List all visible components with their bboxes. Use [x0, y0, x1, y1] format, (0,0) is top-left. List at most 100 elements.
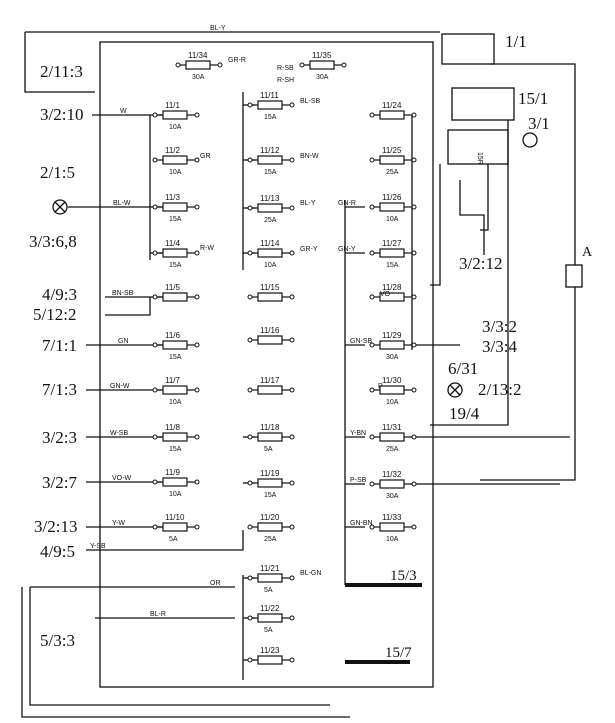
- wire-color-label: W: [120, 108, 127, 115]
- fuse-id-label: 11/26: [382, 193, 402, 202]
- wire-color-label: BL-Y: [300, 200, 316, 207]
- fuse-rating-label: 30A: [192, 74, 205, 81]
- wire-bl-y-top: [24, 31, 440, 93]
- ref-3-2-7: 3/2:7: [42, 473, 77, 492]
- ref-5-3-3: 5/3:3: [40, 631, 75, 650]
- wire-color-label: VO-W: [112, 475, 131, 482]
- wire-color-label: BL-R: [150, 611, 166, 618]
- fuse-11-28: [369, 292, 417, 302]
- fuse-11-12: [247, 155, 295, 165]
- fuse-id-label: 11/19: [260, 469, 280, 478]
- wire-color-label: BN-SB: [112, 290, 134, 297]
- fuse-id-label: 11/4: [165, 239, 181, 248]
- fuse-id-label: 11/18: [260, 423, 280, 432]
- fuse-id-label: 11/34: [188, 51, 208, 60]
- wire-color-label: GR: [200, 153, 211, 160]
- fuse-id-label: 11/23: [260, 646, 280, 655]
- relay-15-1: [451, 87, 515, 121]
- fuse-id-label: 11/6: [165, 331, 181, 340]
- wire-color-label: GN-R: [338, 200, 356, 207]
- fuse-rating-label: 30A: [386, 354, 399, 361]
- fuse-rating-label: 5A: [264, 446, 273, 453]
- ref-6-31: 6/31: [448, 359, 479, 378]
- fuse-id-label: 11/7: [165, 376, 181, 385]
- fuse-id-label: 11/14: [260, 239, 280, 248]
- fuse-rating-label: 10A: [386, 536, 399, 543]
- fuse-id-label: 11/11: [260, 91, 279, 100]
- fuse-id-label: 11/25: [382, 146, 402, 155]
- fuse-11-25: [369, 155, 417, 165]
- wire-color-label: BL-Y: [210, 25, 226, 32]
- fuse-rating-label: 25A: [386, 446, 399, 453]
- wire-vo: [430, 164, 441, 286]
- fuse-id-label: 11/16: [260, 326, 280, 335]
- wire-or-bottom: [21, 587, 350, 718]
- ref-3-1: 3/1: [528, 114, 550, 133]
- fuse-id-label: 11/10: [165, 513, 185, 522]
- fuse-11-19: [247, 478, 295, 488]
- fuse-id-label: 11/5: [165, 283, 181, 292]
- fuse-id-label: 11/24: [382, 101, 402, 110]
- fuse-rating-label: 5A: [169, 536, 178, 543]
- ref-3-3-4: 3/3:4: [482, 337, 517, 356]
- fuse-rating-label: 15A: [169, 354, 182, 361]
- fuse-rating-label: 15A: [169, 446, 182, 453]
- fuse-id-label: 11/30: [382, 376, 402, 385]
- fuse-rating-label: 30A: [386, 493, 399, 500]
- ref-3-2-12: 3/2:12: [459, 254, 503, 273]
- fuse-11-29: [369, 340, 417, 350]
- wire-color-label: BL-W: [113, 200, 131, 207]
- ref-a: A: [582, 245, 593, 260]
- bus-label-15-7: 15/7: [385, 645, 412, 661]
- fuse-id-label: 11/31: [382, 423, 402, 432]
- fuse-rating-label: 15A: [386, 262, 399, 269]
- wire-color-label: Y-BN: [350, 430, 366, 437]
- wire-color-label: GN-BN: [350, 520, 373, 527]
- fuse-id-label: 11/1: [165, 101, 181, 110]
- ref-4-9-5: 4/9:5: [40, 542, 75, 561]
- ref-19-4: 19/4: [449, 404, 480, 423]
- wire-color-label: P: [378, 383, 383, 390]
- fuse-rating-label: 15A: [169, 262, 182, 269]
- fuse-11-8: [152, 432, 200, 442]
- wire-color-label: Y-SB: [90, 543, 106, 550]
- wire-color-label: Y-W: [112, 520, 125, 527]
- ref-15-1: 15/1: [518, 89, 549, 108]
- ref-5-12-2: 5/12:2: [33, 305, 77, 324]
- fuse-11-23: [247, 655, 295, 665]
- fuse-id-label: 11/33: [382, 513, 402, 522]
- fuse-11-33: [369, 522, 417, 532]
- fuse-rating-label: 10A: [169, 491, 182, 498]
- fuse-11-35: [299, 60, 347, 70]
- relay-label-15r: 15R: [476, 152, 483, 165]
- fuse-id-label: 11/29: [382, 331, 402, 340]
- fuse-11-17: [247, 385, 295, 395]
- fuse-11-6: [152, 340, 200, 350]
- fuse-rating-label: 25A: [386, 169, 399, 176]
- fuse-rating-label: 15A: [169, 216, 182, 223]
- fuse-id-label: 11/20: [260, 513, 280, 522]
- ref-1-1: 1/1: [505, 32, 527, 51]
- fuse-11-11: [247, 100, 295, 110]
- ref-2-1-5: 2/1:5: [40, 163, 75, 182]
- bus-label-15-3: 15/3: [390, 568, 417, 584]
- fuse-rating-label: 5A: [264, 587, 273, 594]
- fuse-rating-label: 25A: [264, 217, 277, 224]
- fuse-rating-label: 10A: [169, 399, 182, 406]
- fuse-11-13: [247, 203, 295, 213]
- fuse-rating-label: 25A: [264, 536, 277, 543]
- fuse-id-label: 11/32: [382, 470, 402, 479]
- fuse-rating-label: 30A: [316, 74, 329, 81]
- fuse-11-32: [369, 479, 417, 489]
- ref-7-1-3: 7/1:3: [42, 380, 77, 399]
- fuse-box-frame: [99, 41, 434, 688]
- ref-3-2-10: 3/2:10: [40, 105, 84, 124]
- fuse-11-18: [247, 432, 295, 442]
- text-layer: 11/3430A11/3530A11/110A11/210A11/315A11/…: [90, 25, 483, 661]
- fuse-rating-label: 10A: [169, 169, 182, 176]
- fuse-11-30: [369, 385, 417, 395]
- wire-color-label: R-W: [200, 245, 214, 252]
- fuse-id-label: 11/2: [165, 146, 181, 155]
- wire-color-label: GN: [118, 338, 129, 345]
